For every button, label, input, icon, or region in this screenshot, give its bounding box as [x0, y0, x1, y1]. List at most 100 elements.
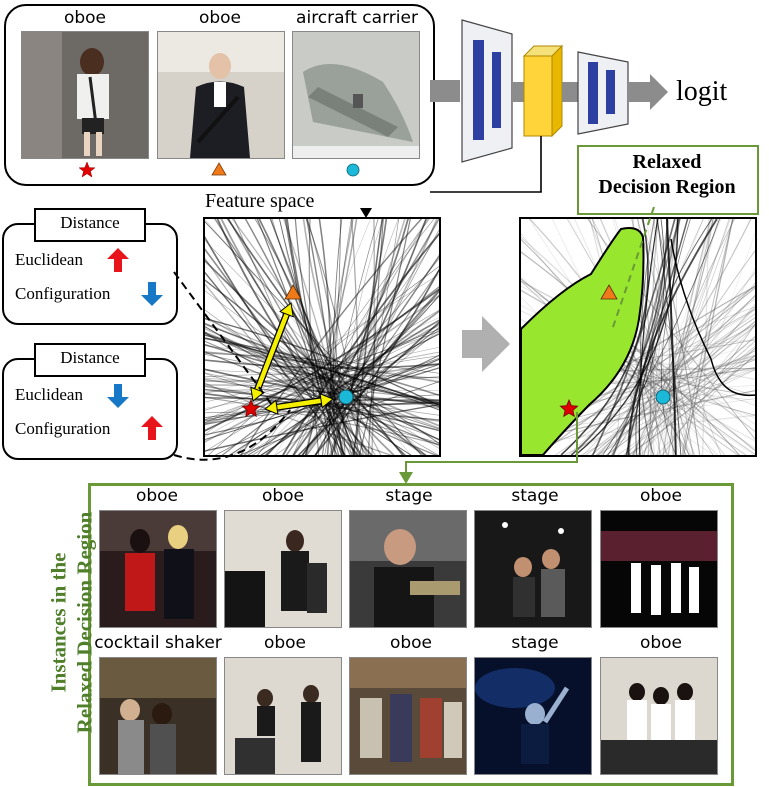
feature-curve	[521, 304, 755, 449]
feature-curve	[521, 277, 747, 455]
feature-curve	[341, 219, 383, 455]
feature-curve	[247, 294, 439, 455]
feature-curve	[205, 332, 439, 441]
feature-curve	[567, 309, 755, 455]
example-label-3: aircraft carrier	[296, 8, 418, 28]
feature-curve	[653, 219, 689, 455]
instance-label: oboe	[261, 486, 305, 506]
feature-curve	[205, 219, 412, 455]
feature-curve	[208, 266, 439, 455]
decoder-bar-1	[588, 62, 598, 124]
feature-curve	[205, 326, 412, 455]
feature-curve	[328, 219, 406, 455]
feature-curve	[205, 378, 439, 440]
feature-curve	[528, 219, 687, 455]
distance-connectors	[173, 271, 291, 461]
example-marker-triangle	[211, 162, 227, 176]
instance-image	[474, 510, 592, 628]
feature-block-side	[551, 44, 563, 138]
feature-curve	[353, 219, 383, 455]
feature-curve	[521, 310, 755, 406]
feature-curve	[702, 219, 710, 455]
feature-curve	[205, 331, 439, 427]
feature-curve	[521, 251, 741, 455]
feature-curve	[623, 340, 755, 455]
feature-curve	[205, 351, 439, 447]
relaxed-region-label-box	[577, 145, 759, 215]
feature-curve	[669, 219, 681, 455]
feature-curve	[627, 354, 755, 455]
distance-box-1-row2-label: Configuration	[15, 284, 111, 303]
instance-label: stage	[511, 633, 559, 653]
instance-label: cocktail shaker	[94, 633, 222, 653]
feature-curve	[607, 219, 665, 455]
feature-curve	[582, 298, 755, 455]
feature-curve	[271, 219, 376, 455]
feature-curve	[627, 219, 718, 455]
feature-curve	[575, 219, 679, 455]
feature-arrow-head	[360, 208, 372, 218]
decision-contour	[670, 238, 755, 397]
feature-curve	[205, 240, 426, 455]
feature-curve	[205, 317, 439, 411]
feature-block	[523, 55, 553, 137]
distance-box-2-row2-label: Configuration	[15, 419, 111, 438]
example-marker-circle	[346, 163, 360, 177]
instance-label: oboe	[263, 633, 307, 653]
feature-curve	[670, 232, 755, 455]
feature-curve	[205, 351, 439, 421]
feature-curve	[521, 366, 755, 384]
feature-curve	[537, 287, 755, 455]
feature-curve	[205, 373, 439, 379]
distance-box-2-row1-label: Euclidean	[15, 385, 83, 404]
feature-curve	[334, 219, 352, 455]
feature-curve	[269, 219, 355, 455]
up-arrow-icon	[107, 248, 129, 272]
feature-curve	[521, 340, 755, 397]
relaxed-region-title-2: Decision Region	[598, 176, 736, 198]
example-label-2: oboe	[198, 8, 242, 28]
feature-curve	[587, 219, 755, 440]
transform-arrow	[462, 316, 510, 372]
feature-curve	[639, 323, 755, 455]
distance-box-1-title: Distance	[60, 213, 120, 232]
feature-curve	[205, 359, 439, 369]
feature-curve	[278, 219, 324, 455]
feature-curve	[639, 219, 655, 455]
feature-curve	[314, 219, 427, 455]
relaxed-region-link	[611, 206, 655, 331]
feature-curve	[205, 345, 439, 382]
feature-curve	[521, 354, 755, 419]
feature-curve	[597, 295, 755, 455]
feature-curve	[521, 236, 726, 455]
feature-curve	[641, 219, 722, 455]
feature-curve	[523, 350, 755, 455]
instance-image	[224, 510, 342, 628]
feature-curve	[647, 219, 730, 455]
instance-label: oboe	[135, 486, 179, 506]
distance-box-1-header	[34, 208, 146, 242]
feature-curve	[205, 259, 427, 455]
example-image-2	[157, 31, 285, 159]
feature-curve	[599, 306, 755, 455]
feature-curve	[283, 219, 353, 455]
feature-curve	[257, 219, 430, 455]
feature-curve	[205, 343, 439, 404]
feature-curve	[205, 331, 439, 403]
feature-curve	[205, 274, 439, 435]
feature-curve	[643, 219, 736, 455]
feature-curve	[521, 349, 755, 380]
instance-image	[349, 657, 467, 775]
instance-label: oboe	[389, 633, 433, 653]
feature-curve	[304, 219, 358, 455]
feature-curve	[566, 219, 714, 455]
feature-curve	[292, 219, 429, 455]
decoder-bar-2	[606, 70, 615, 114]
feature-curve	[205, 392, 439, 406]
feature-curve	[294, 219, 340, 455]
example-marker-star	[78, 161, 96, 178]
relaxed-region-title-1: Relaxed	[632, 151, 702, 173]
feature-curve	[205, 271, 346, 455]
feature-curve	[265, 319, 439, 455]
